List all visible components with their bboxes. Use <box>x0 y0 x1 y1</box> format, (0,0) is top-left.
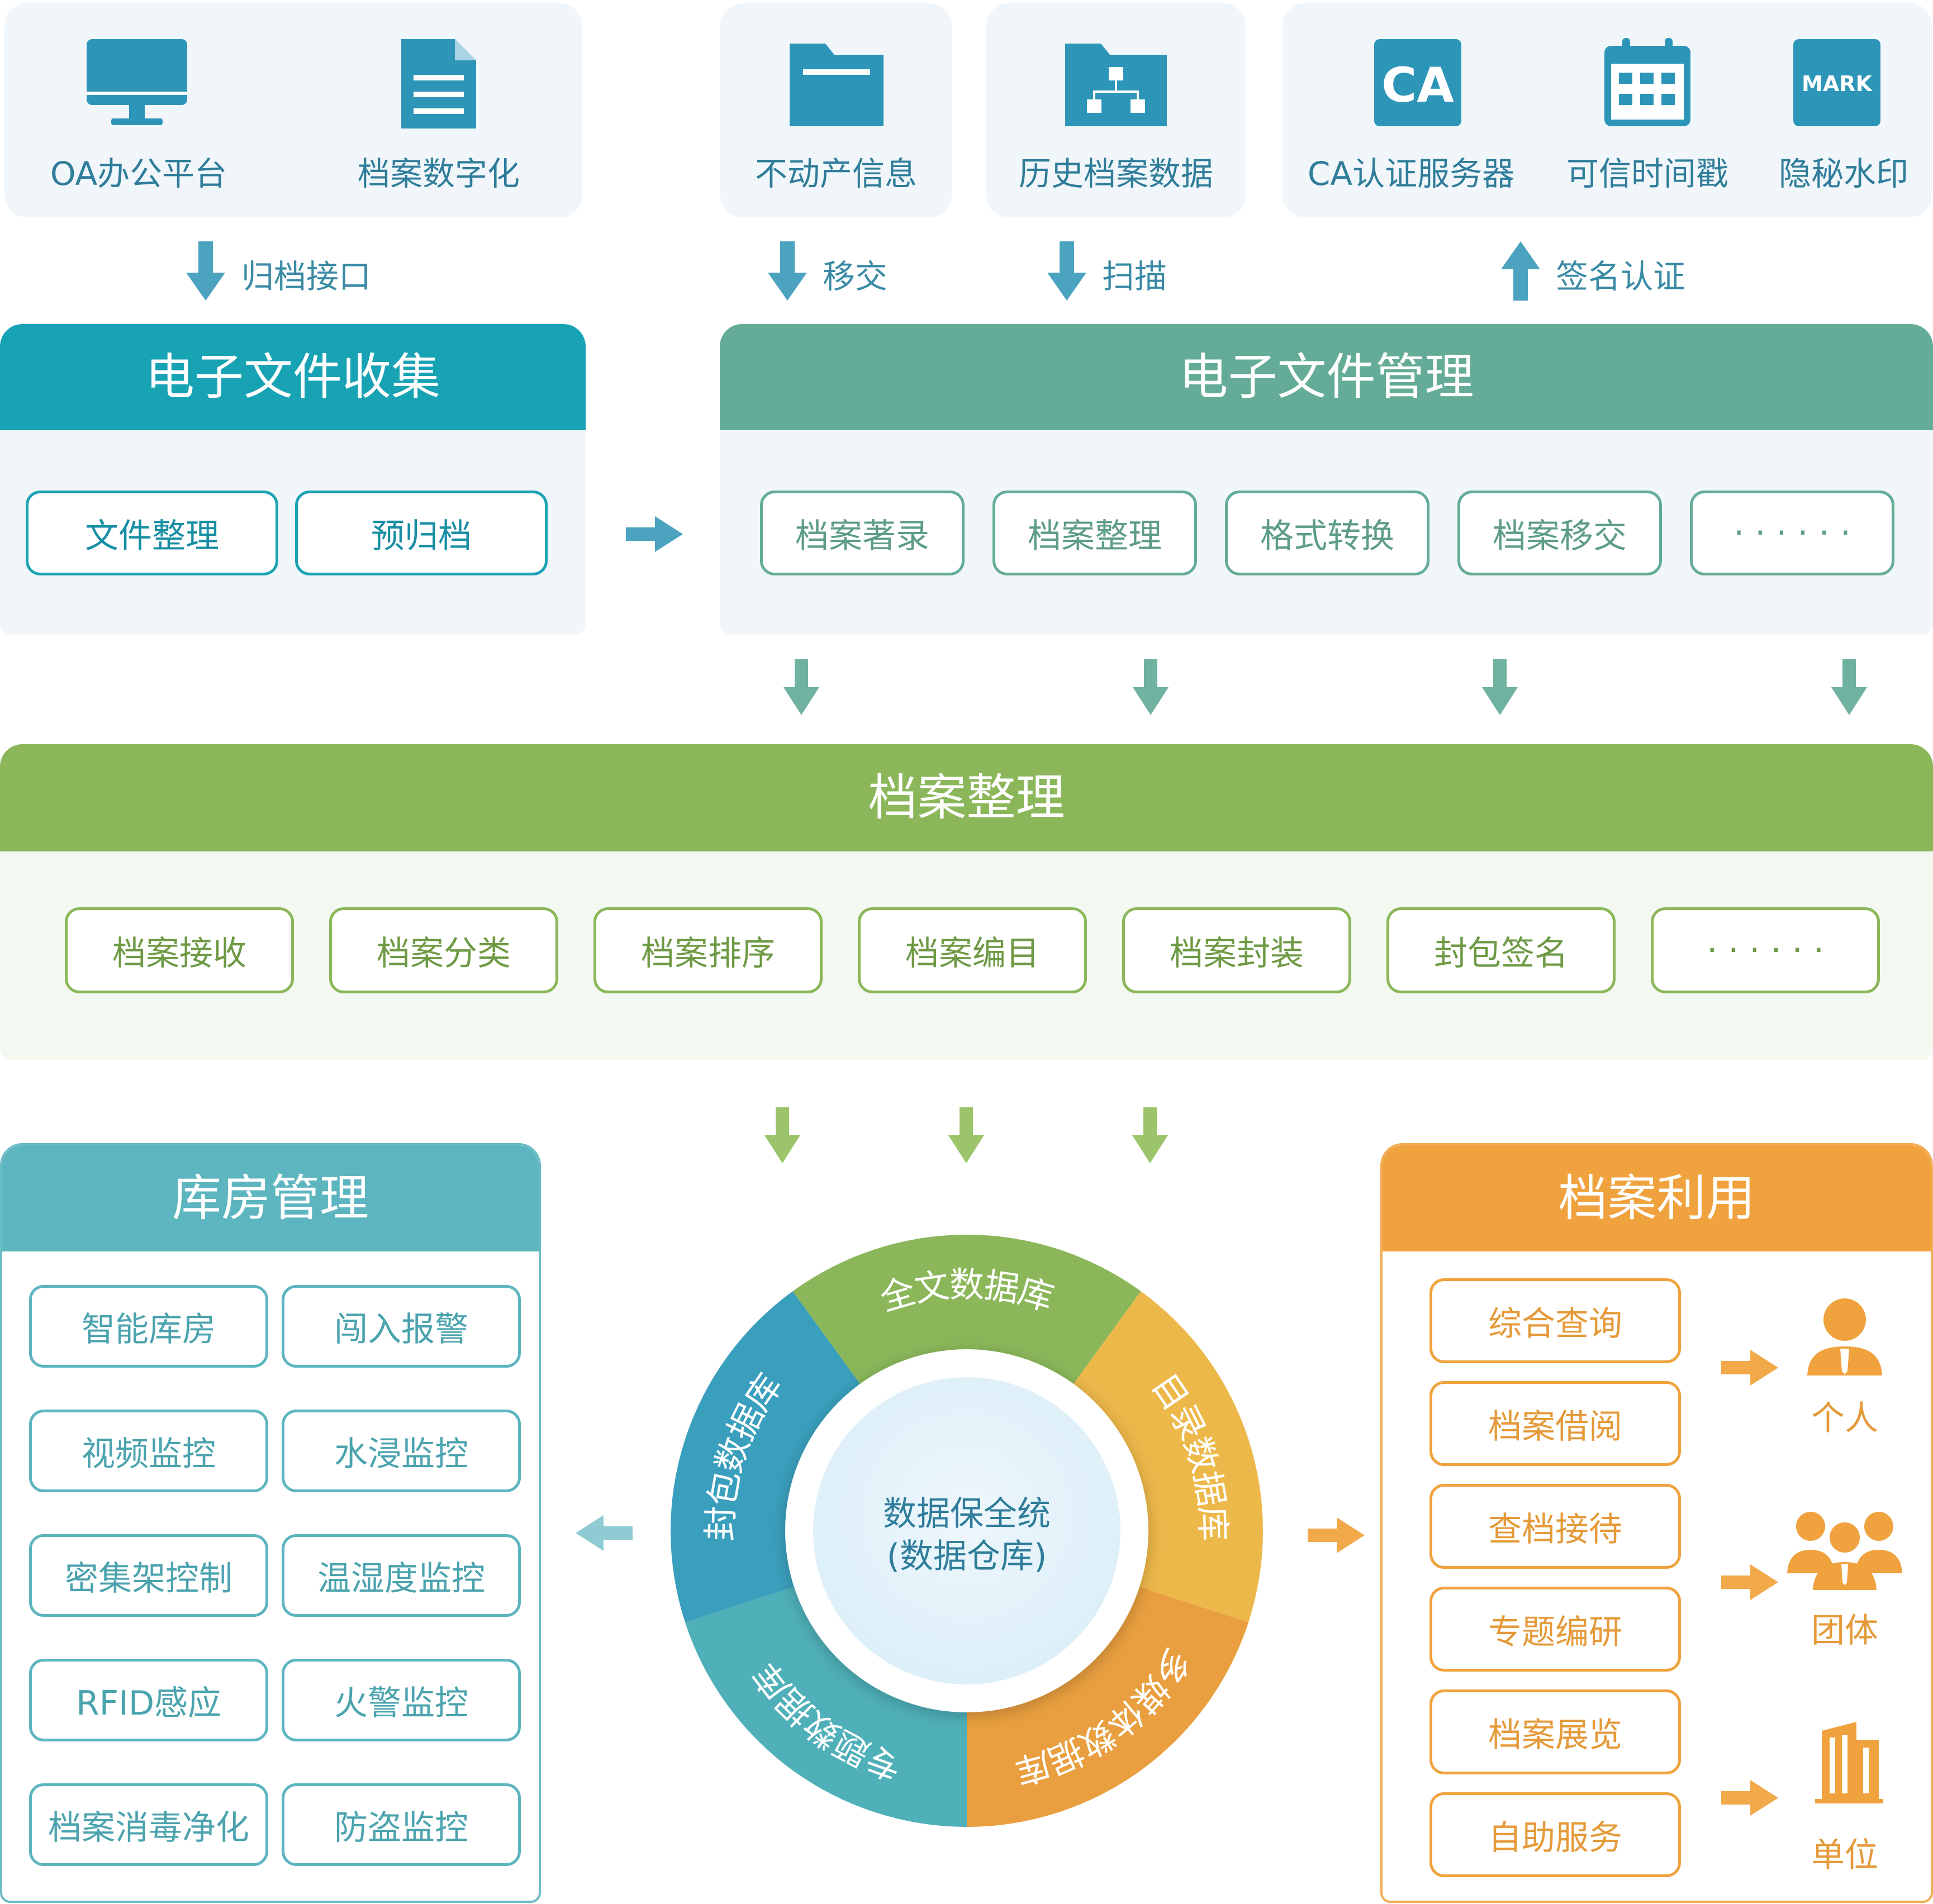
right-arrow-icon <box>626 516 683 552</box>
utilization-item-0[interactable]: 综合查询 <box>1429 1278 1681 1363</box>
right-arrow-icon <box>1308 1517 1365 1553</box>
down-arrow-icon <box>1047 241 1086 301</box>
management-item-transfer[interactable]: 档案移交 <box>1457 491 1662 575</box>
utilization-item-5[interactable]: 自助服务 <box>1429 1792 1681 1877</box>
down-arrow-icon <box>1831 659 1867 715</box>
down-arrow-icon <box>764 1107 800 1163</box>
warehouse-item-1[interactable]: 闯入报警 <box>282 1285 521 1368</box>
collection-panel: 电子文件收集 文件整理 预归档 <box>0 324 586 635</box>
source-label-timestamp: 可信时间戳 <box>1566 155 1728 193</box>
ca-certificate-icon: CA <box>1374 39 1461 126</box>
ring-segment-multimedia <box>967 1586 1249 1827</box>
warehouse-item-8[interactable]: 档案消毒净化 <box>29 1783 268 1866</box>
ring-segment-fulltext <box>792 1235 1141 1386</box>
utilization-item-3[interactable]: 专题编研 <box>1429 1587 1681 1672</box>
user-label-unit: 单位 <box>1811 1836 1878 1875</box>
warehouse-item-3[interactable]: 水浸监控 <box>282 1410 521 1492</box>
flow-label-scan: 扫描 <box>1102 258 1167 296</box>
folder-icon <box>790 44 884 126</box>
building-icon <box>1815 1722 1883 1803</box>
folder-hierarchy-icon <box>1065 44 1167 126</box>
source-label-oa: OA办公平台 <box>50 155 227 193</box>
management-panel: 电子文件管理 档案著录 档案整理 格式转换 档案移交 · · · · · · <box>720 324 1933 635</box>
user-label-group: 团体 <box>1811 1611 1878 1650</box>
left-arrow-icon <box>576 1515 633 1551</box>
management-item-description[interactable]: 档案著录 <box>760 491 965 575</box>
management-item-more[interactable]: · · · · · · <box>1690 491 1894 575</box>
source-label-digitization: 档案数字化 <box>357 155 520 193</box>
source-group-security: CA CA认证服务器 可信时间戳 MARK 隐秘水印 <box>1283 3 1932 217</box>
warehouse-item-0[interactable]: 智能库房 <box>29 1285 268 1368</box>
calendar-icon <box>1604 38 1690 126</box>
warehouse-item-2[interactable]: 视频监控 <box>29 1410 268 1492</box>
warehouse-item-6[interactable]: RFID感应 <box>29 1659 268 1741</box>
warehouse-title: 库房管理 <box>2 1145 539 1251</box>
ring-center-circle <box>813 1377 1120 1684</box>
management-item-format-convert[interactable]: 格式转换 <box>1225 491 1429 575</box>
ring-segment-catalog <box>1072 1291 1263 1622</box>
flow-label-transfer: 移交 <box>823 258 888 296</box>
down-arrow-icon <box>186 241 225 301</box>
source-group-oa: OA办公平台 档案数字化 <box>4 3 582 217</box>
utilization-item-1[interactable]: 档案借阅 <box>1429 1381 1681 1466</box>
down-arrow-icon <box>1132 1107 1168 1163</box>
up-arrow-icon <box>1501 241 1540 301</box>
warehouse-panel: 库房管理 智能库房 闯入报警 视频监控 水浸监控 密集架控制 温湿度监控 RFI… <box>0 1143 541 1903</box>
source-label-watermark: 隐秘水印 <box>1778 155 1908 193</box>
ring-center-line1: 数据保全统 <box>883 1494 1051 1534</box>
down-arrow-icon <box>1133 659 1169 715</box>
utilization-item-2[interactable]: 查档接待 <box>1429 1484 1681 1569</box>
mark-icon-text: MARK <box>1802 72 1873 96</box>
warehouse-item-9[interactable]: 防盗监控 <box>282 1783 521 1866</box>
warehouse-item-4[interactable]: 密集架控制 <box>29 1534 268 1617</box>
organization-item-more[interactable]: · · · · · · <box>1651 907 1880 993</box>
down-arrow-icon <box>768 241 807 301</box>
utilization-title: 档案利用 <box>1383 1145 1931 1251</box>
document-icon <box>401 39 476 128</box>
management-item-organize[interactable]: 档案整理 <box>992 491 1197 575</box>
collection-item-pre-archive[interactable]: 预归档 <box>295 491 548 575</box>
source-label-real-estate: 不动产信息 <box>754 155 917 193</box>
organization-title: 档案整理 <box>0 744 1933 851</box>
collection-title: 电子文件收集 <box>0 324 586 430</box>
right-arrow-icon <box>1721 1780 1778 1816</box>
ca-icon-text: CA <box>1381 58 1454 113</box>
warehouse-item-7[interactable]: 火警监控 <box>282 1659 521 1741</box>
right-arrow-icon <box>1721 1564 1778 1600</box>
down-arrow-icon <box>1482 659 1518 715</box>
utilization-panel: 档案利用 综合查询 档案借阅 查档接待 专题编研 档案展览 自助服务 个人 团体 <box>1380 1143 1933 1903</box>
down-arrow-icon <box>948 1107 984 1163</box>
person-icon <box>1807 1298 1882 1375</box>
down-arrow-icon <box>783 659 819 715</box>
flow-label-signature-auth: 签名认证 <box>1556 258 1686 296</box>
organization-item-classify[interactable]: 档案分类 <box>329 907 558 993</box>
ring-segment-topic <box>685 1586 967 1827</box>
organization-item-receive[interactable]: 档案接收 <box>65 907 294 993</box>
ring-center-line2: (数据仓库) <box>887 1537 1047 1576</box>
utilization-item-4[interactable]: 档案展览 <box>1429 1689 1681 1774</box>
ring-segment-package <box>671 1291 861 1622</box>
organization-item-package[interactable]: 档案封装 <box>1122 907 1351 993</box>
source-group-real-estate: 不动产信息 <box>720 3 952 217</box>
organization-item-catalog[interactable]: 档案编目 <box>858 907 1087 993</box>
management-title: 电子文件管理 <box>720 324 1933 430</box>
user-label-individual: 个人 <box>1811 1399 1878 1438</box>
group-icon <box>1787 1512 1902 1590</box>
source-label-history: 历史档案数据 <box>1018 155 1213 193</box>
source-group-history: 历史档案数据 <box>986 3 1246 217</box>
watermark-icon: MARK <box>1793 39 1880 126</box>
source-label-ca-server: CA认证服务器 <box>1307 155 1515 193</box>
warehouse-item-5[interactable]: 温湿度监控 <box>282 1534 521 1617</box>
monitor-icon <box>87 39 187 125</box>
organization-item-sign[interactable]: 封包签名 <box>1386 907 1616 993</box>
organization-panel: 档案整理 档案接收 档案分类 档案排序 档案编目 档案封装 封包签名 · · ·… <box>0 744 1933 1060</box>
flow-label-archive-interface: 归档接口 <box>241 258 372 296</box>
collection-item-file-organize[interactable]: 文件整理 <box>26 491 278 575</box>
right-arrow-icon <box>1721 1350 1778 1386</box>
organization-item-sort[interactable]: 档案排序 <box>593 907 823 993</box>
